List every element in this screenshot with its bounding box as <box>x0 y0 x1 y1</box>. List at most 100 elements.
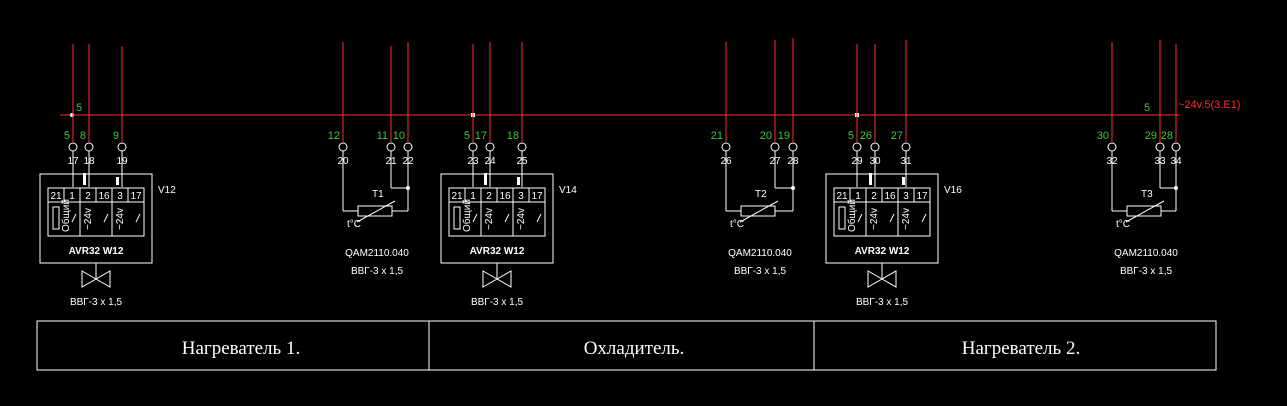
section-cooler: Охладитель. <box>584 338 685 359</box>
pin-label: 17 <box>531 191 543 202</box>
terminal-circle <box>84 142 94 152</box>
wire-number: 19 <box>778 130 790 142</box>
actuator-id: V16 <box>944 185 962 196</box>
wire-number: 5 <box>848 130 854 142</box>
sensor-model: QAM2110.040 <box>1114 248 1178 259</box>
sensor-id: T2 <box>755 189 767 200</box>
terminal-circle <box>68 142 78 152</box>
v24-label: ~24v <box>516 208 527 230</box>
pin-label: 21 <box>836 191 848 202</box>
wire-number: 12 <box>328 130 340 142</box>
pin-label: 1 <box>470 191 476 202</box>
sensor-symbol: t°C <box>730 219 744 230</box>
terminal-circle <box>901 142 911 152</box>
wire-number: 8 <box>80 130 86 142</box>
terminal-circle <box>485 142 495 152</box>
actuator-cable: ВВГ-3 x 1,5 <box>70 297 123 308</box>
terminal-circle <box>852 142 862 152</box>
actuator-cable: ВВГ-3 x 1,5 <box>856 297 909 308</box>
pin-label: 2 <box>85 191 91 202</box>
supply-label: ~24v.5(3.E1) <box>1178 99 1240 111</box>
terminal-circle <box>1171 142 1181 152</box>
actuator-cable: ВВГ-3 x 1,5 <box>471 297 524 308</box>
sensor-symbol: t°C <box>347 219 361 230</box>
sensor-id: T3 <box>1141 189 1153 200</box>
terminal-circle <box>468 142 478 152</box>
terminal-circle <box>788 142 798 152</box>
section-heater-2: Нагреватель 2. <box>962 338 1080 359</box>
terminal-circle <box>517 142 527 152</box>
sensor-cable: ВВГ-3 x 1,5 <box>1120 266 1173 277</box>
wire-number: 26 <box>860 130 872 142</box>
section-table <box>36 320 1217 371</box>
terminal-circle <box>1107 142 1117 152</box>
wire-number: 18 <box>507 130 519 142</box>
bus-wire-label: 5 <box>76 102 82 114</box>
wire-number: 30 <box>1097 130 1109 142</box>
terminal-circle <box>338 142 348 152</box>
pin-label: 3 <box>518 191 524 202</box>
v24-label: ~24v <box>484 208 495 230</box>
wire-number: 21 <box>711 130 723 142</box>
module-label: AVR32 W12 <box>69 246 124 257</box>
sensor-symbol: t°C <box>1116 219 1130 230</box>
module-label: AVR32 W12 <box>855 246 910 257</box>
terminal-drops: 5178189191220112110225231724182521262027… <box>64 38 1182 167</box>
module-label: AVR32 W12 <box>470 246 525 257</box>
wire-number: 17 <box>475 130 487 142</box>
wire-number: 10 <box>393 130 405 142</box>
terminal-circle <box>870 142 880 152</box>
pin-label: 17 <box>130 191 142 202</box>
section-heater-1: Нагреватель 1. <box>182 338 300 359</box>
terminal-circle <box>386 142 396 152</box>
pin-label: 16 <box>499 191 511 202</box>
v24-label: ~24v <box>115 208 126 230</box>
wire-number: 5 <box>464 130 470 142</box>
sensor-model: QAM2110.040 <box>345 248 409 259</box>
pin-label: 3 <box>903 191 909 202</box>
actuator-id: V14 <box>559 185 577 196</box>
terminal-circle <box>1155 142 1165 152</box>
bus-wire-label-right: 5 <box>1144 102 1150 114</box>
wire-number: 28 <box>1161 130 1173 142</box>
pin-label: 2 <box>871 191 877 202</box>
terminal-circle <box>403 142 413 152</box>
wire-number: 27 <box>891 130 903 142</box>
pin-label: 16 <box>884 191 896 202</box>
wire-number: 9 <box>113 130 119 142</box>
actuator-id: V12 <box>158 185 176 196</box>
v24-label: ~24v <box>83 208 94 230</box>
common-label: Общий <box>461 199 473 232</box>
common-label: Общий <box>846 199 858 232</box>
sensor-id: T1 <box>372 189 384 200</box>
wire-number: 20 <box>760 130 772 142</box>
pin-label: 1 <box>69 191 75 202</box>
terminal-circle <box>721 142 731 152</box>
v24-label: ~24v <box>869 208 880 230</box>
pin-label: 1 <box>855 191 861 202</box>
pin-label: 3 <box>117 191 123 202</box>
pin-label: 21 <box>50 191 62 202</box>
wire-number: 5 <box>64 130 70 142</box>
pin-label: 17 <box>916 191 928 202</box>
v24-label: ~24v <box>901 208 912 230</box>
wire-number: 11 <box>377 130 388 142</box>
sensor-cable: ВВГ-3 x 1,5 <box>351 266 404 277</box>
common-label: Общий <box>60 199 72 232</box>
pin-label: 21 <box>451 191 463 202</box>
terminal-circle <box>117 142 127 152</box>
terminal-circle <box>770 142 780 152</box>
sensor-model: QAM2110.040 <box>728 248 792 259</box>
pin-label: 16 <box>98 191 110 202</box>
pin-label: 2 <box>486 191 492 202</box>
wire-number: 29 <box>1145 130 1157 142</box>
sensor-cable: ВВГ-3 x 1,5 <box>734 266 787 277</box>
